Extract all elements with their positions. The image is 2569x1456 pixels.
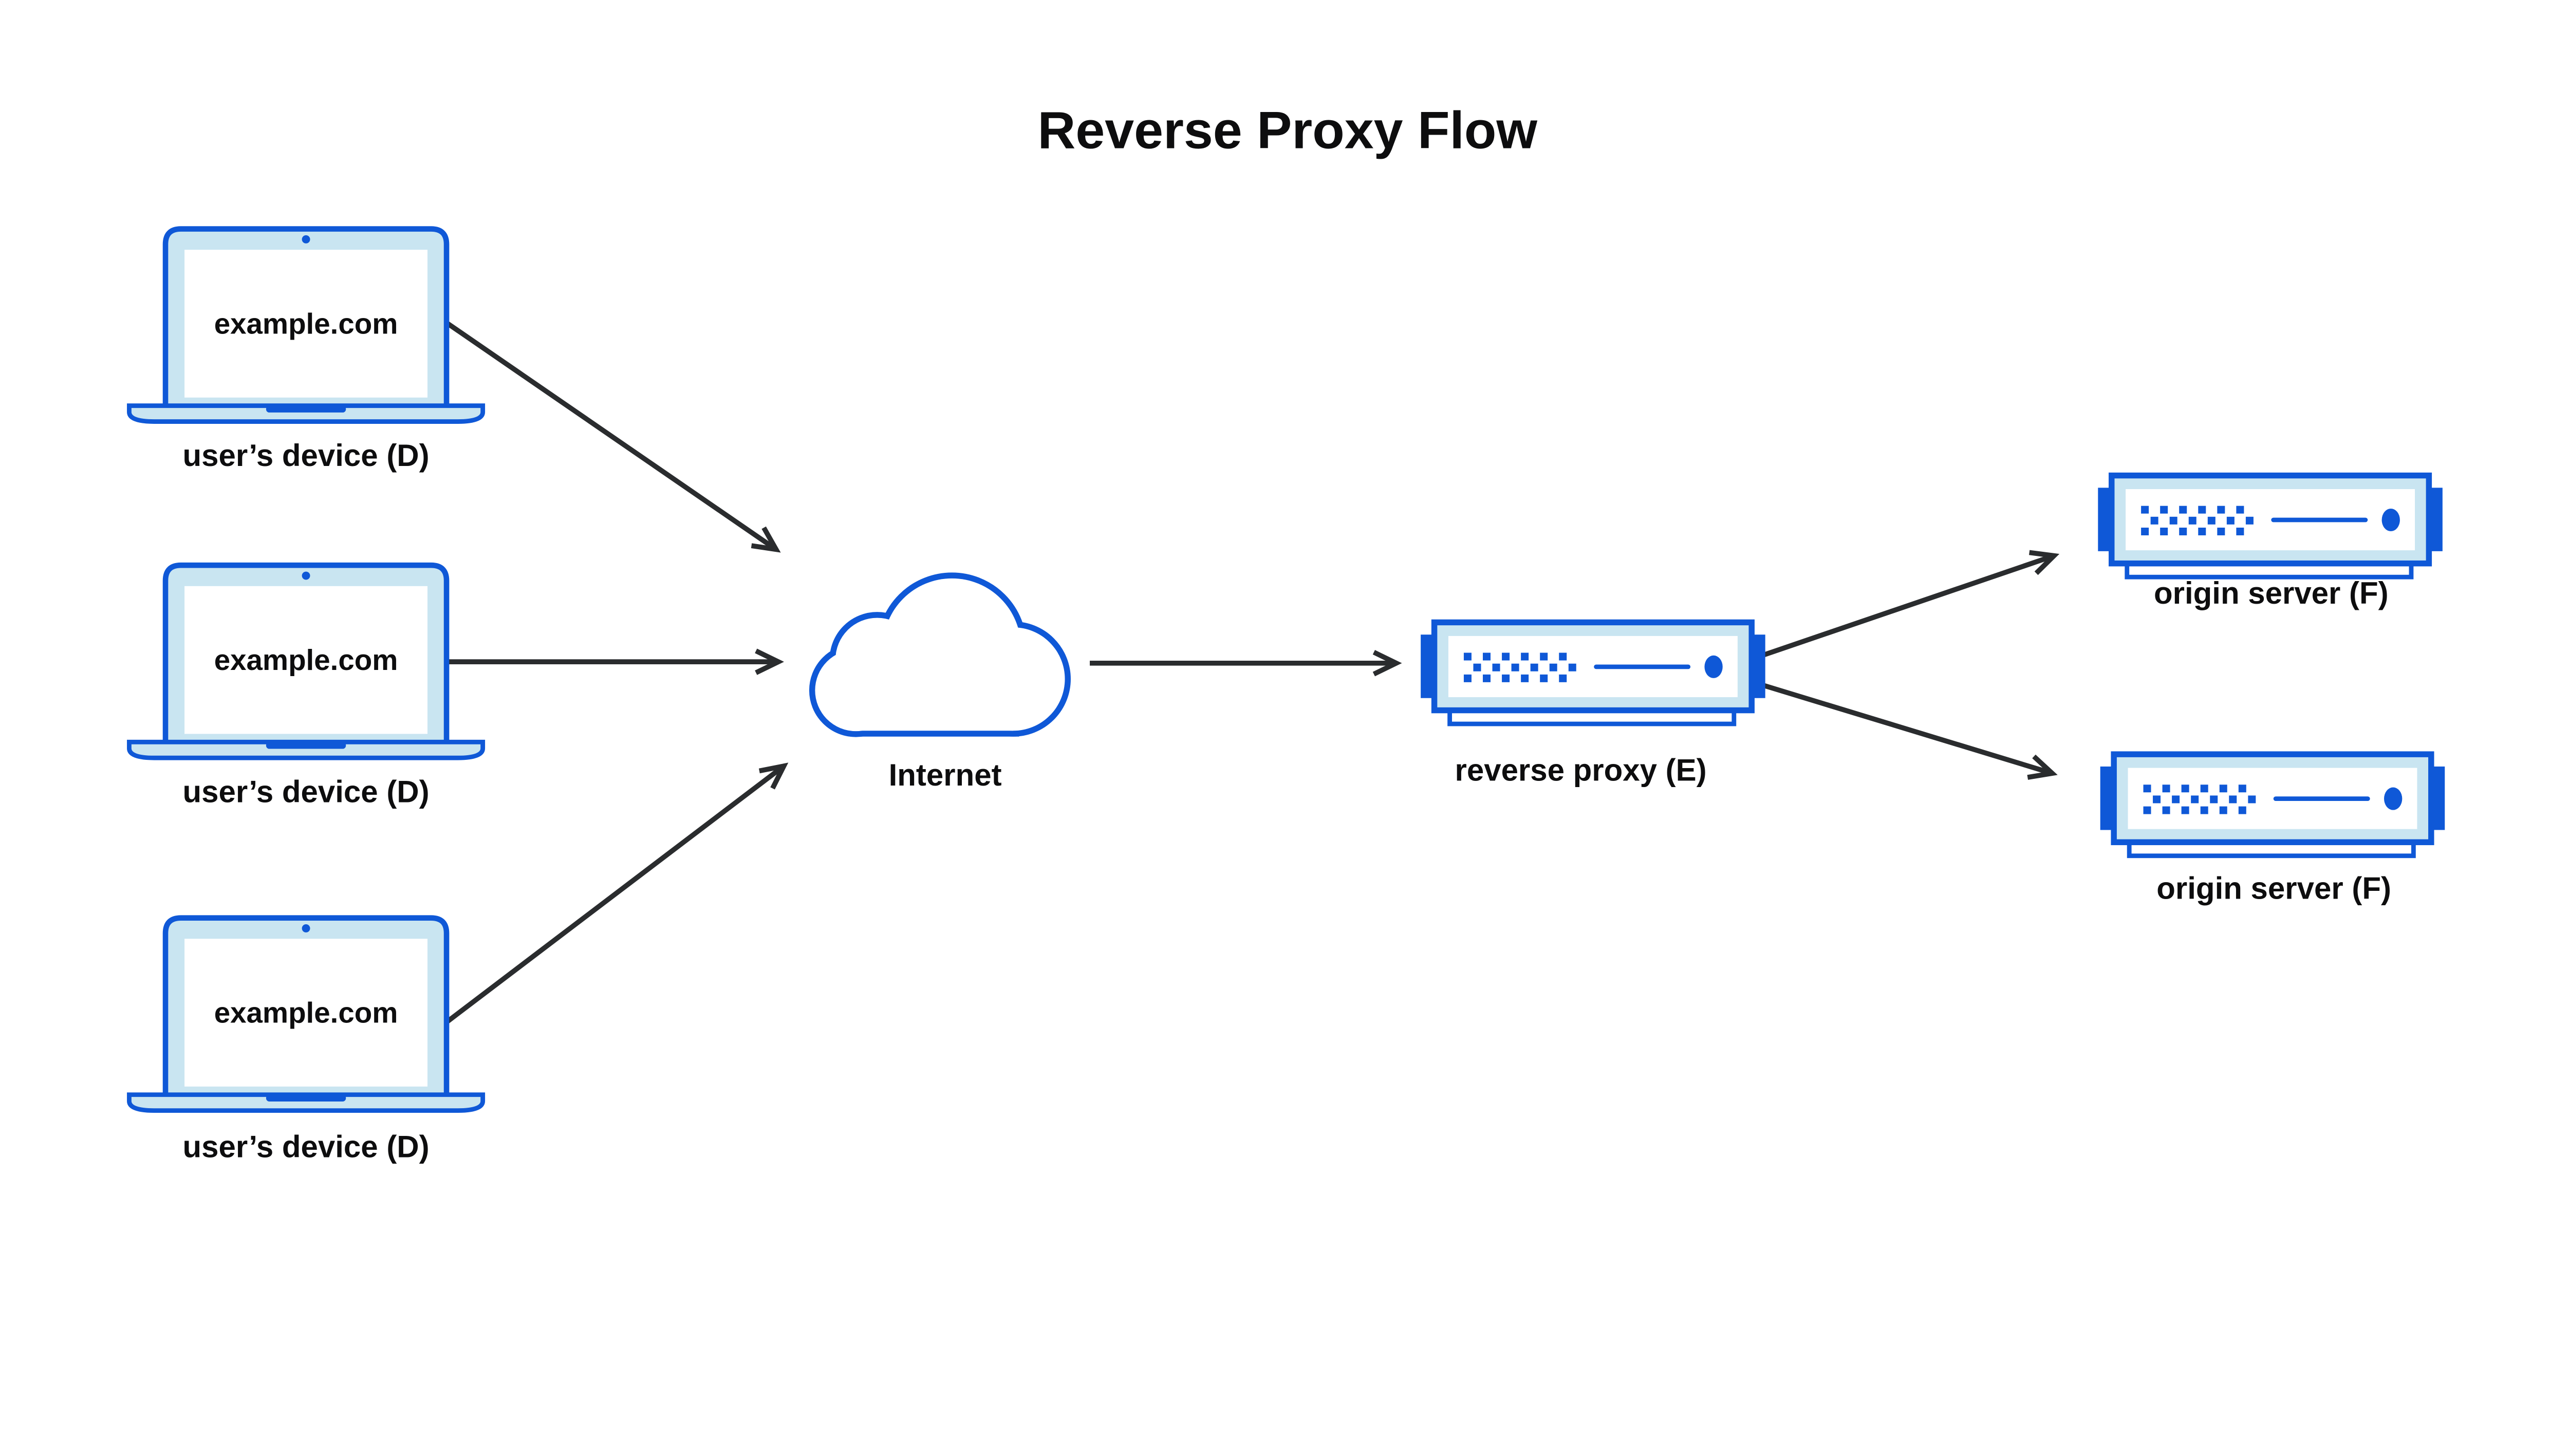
internet-node: Internet bbox=[809, 572, 1071, 792]
origin-server-1-node: origin server (F) bbox=[2098, 476, 2443, 610]
reverse-proxy-server-icon bbox=[1421, 622, 1765, 724]
flow-arrows bbox=[442, 321, 2060, 1024]
device-2-label: user’s device (D) bbox=[183, 775, 430, 809]
origin-server-2-node: origin server (F) bbox=[2100, 754, 2445, 906]
internet-label: Internet bbox=[889, 758, 1002, 792]
device-1-label: user’s device (D) bbox=[183, 438, 430, 473]
arrow-proxy-to-origin2 bbox=[1762, 683, 2058, 780]
user-device-1: example.com user’s device (D) bbox=[129, 229, 482, 473]
arrow-device2-to-internet bbox=[442, 648, 784, 675]
reverse-proxy-label: reverse proxy (E) bbox=[1455, 753, 1707, 787]
arrow-internet-to-proxy bbox=[1090, 650, 1402, 677]
reverse-proxy-node: reverse proxy (E) bbox=[1421, 622, 1765, 787]
origin-server-1-label: origin server (F) bbox=[2154, 576, 2389, 610]
origin-server-2-icon bbox=[2100, 754, 2445, 856]
arrow-proxy-to-origin1 bbox=[1762, 550, 2060, 658]
arrow-device3-to-internet bbox=[445, 762, 789, 1024]
device-2-screen-text: example.com bbox=[214, 644, 398, 676]
device-3-label: user’s device (D) bbox=[183, 1130, 430, 1164]
user-device-2: example.com user’s device (D) bbox=[129, 565, 482, 809]
reverse-proxy-flow-page: Reverse Proxy Flow example.com bbox=[126, 100, 2448, 1164]
device-3-screen-text: example.com bbox=[214, 996, 398, 1029]
origin-server-2-label: origin server (F) bbox=[2156, 871, 2391, 906]
arrow-device1-to-internet bbox=[445, 321, 781, 553]
origin-server-1-icon bbox=[2098, 476, 2443, 577]
device-1-screen-text: example.com bbox=[214, 307, 398, 340]
reverse-proxy-flow-diagram: Reverse Proxy Flow example.com bbox=[126, 100, 2448, 1164]
internet-cloud-icon bbox=[809, 572, 1071, 737]
page-title: Reverse Proxy Flow bbox=[1037, 101, 1537, 160]
user-device-3: example.com user’s device (D) bbox=[129, 918, 482, 1164]
